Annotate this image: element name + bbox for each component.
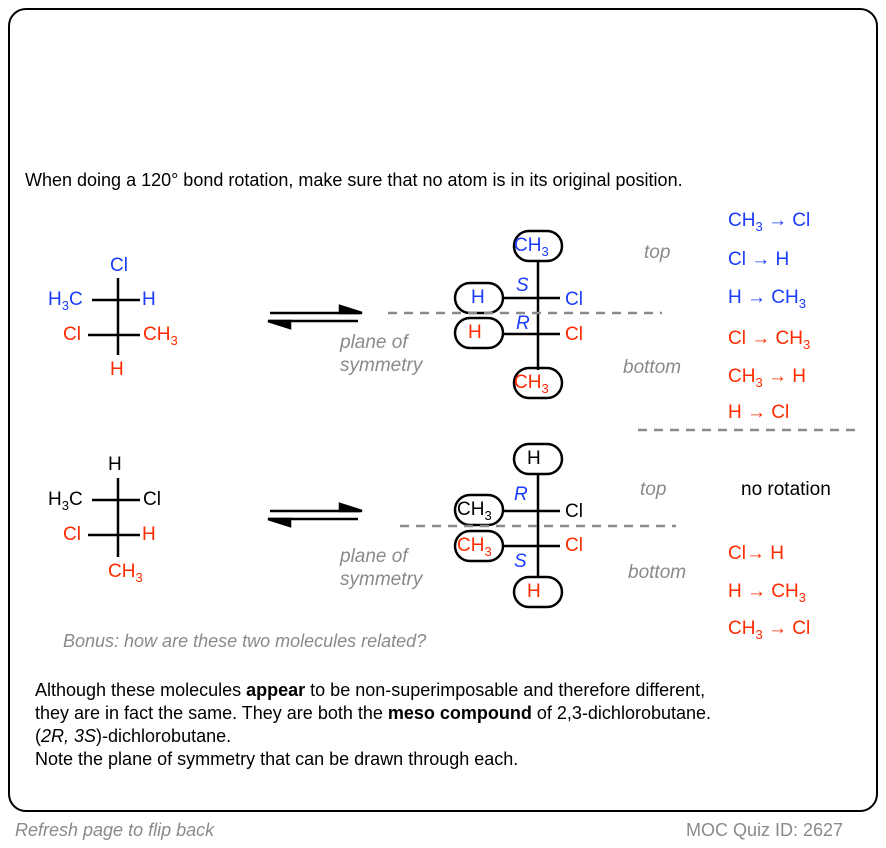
atom: H (110, 359, 124, 380)
atom: H (142, 524, 156, 545)
rotation-item: Cl→ H (728, 543, 784, 564)
equilibrium-arrow-1 (267, 304, 363, 330)
stereo-label: R (514, 484, 528, 505)
atom-circle (512, 366, 564, 400)
atom-circle (512, 575, 564, 609)
atom: CH3 (457, 535, 492, 559)
rotation-item: H → CH3 (728, 581, 806, 605)
explanation-line: (2R, 3S)-dichlorobutane. (35, 726, 232, 746)
refresh-link[interactable]: Refresh page to flip back (15, 820, 215, 840)
rotation-item: CH3 → H (728, 366, 806, 390)
bottom-label: bottom (628, 562, 687, 583)
atom-circle (512, 229, 564, 263)
atom: Cl (565, 324, 583, 345)
plane-label: plane of (340, 332, 408, 353)
bottom-label: bottom (623, 357, 682, 378)
atom: Cl (565, 535, 583, 556)
equilibrium-arrow-2 (267, 502, 363, 528)
atom: Cl (565, 501, 583, 522)
atom: CH3 (143, 324, 178, 348)
atom: H (527, 581, 541, 602)
atom-circle (453, 281, 505, 315)
quiz-id: MOC Quiz ID: 2627 (686, 820, 844, 840)
stereo-label: S (514, 551, 527, 572)
intro-text: When doing a 120° bond rotation, make su… (25, 170, 683, 190)
atom: Cl (63, 324, 81, 345)
rotation-item: H → Cl (728, 402, 790, 423)
atom: H3C (48, 489, 83, 513)
bonus-question: Bonus: how are these two molecules relat… (63, 631, 427, 651)
atom: H3C (48, 289, 83, 313)
atom: Cl (565, 289, 583, 310)
atom: H (471, 287, 485, 308)
atom: Cl (110, 255, 128, 276)
explanation-line: they are in fact the same. They are both… (35, 703, 712, 723)
atom-circle (512, 442, 564, 476)
atom-circle (453, 493, 505, 527)
atom: H (142, 289, 156, 310)
atom: CH3 (108, 561, 143, 585)
quiz-card[interactable] (8, 8, 878, 812)
atom-circle (453, 316, 505, 350)
top-label: top (640, 479, 667, 500)
plane-label: symmetry (340, 355, 423, 376)
atom: H (108, 454, 122, 475)
explanation-line: Note the plane of symmetry that can be d… (35, 749, 519, 769)
atom: Cl (63, 524, 81, 545)
rotation-item: Cl → H (728, 249, 790, 270)
explanation-line: Although these molecules appear to be no… (35, 680, 706, 700)
atom-circle (453, 529, 505, 563)
atom: Cl (143, 489, 161, 510)
plane-label: plane of (340, 546, 408, 567)
atom: CH3 (457, 499, 492, 523)
rotation-item: H → CH3 (728, 287, 806, 311)
stereo-label: S (516, 275, 529, 296)
atom: H (468, 322, 482, 343)
rotation-item: Cl → CH3 (728, 328, 811, 352)
plane-label: symmetry (340, 569, 423, 590)
atom: H (527, 448, 541, 469)
atom: CH3 (514, 235, 549, 259)
top-label: top (644, 242, 671, 263)
atom: CH3 (514, 372, 549, 396)
stereo-label: R (516, 313, 530, 334)
rotation-item: CH3 → Cl (728, 618, 811, 642)
no-rotation-label: no rotation (741, 479, 831, 500)
rotation-item: CH3 → Cl (728, 210, 811, 234)
